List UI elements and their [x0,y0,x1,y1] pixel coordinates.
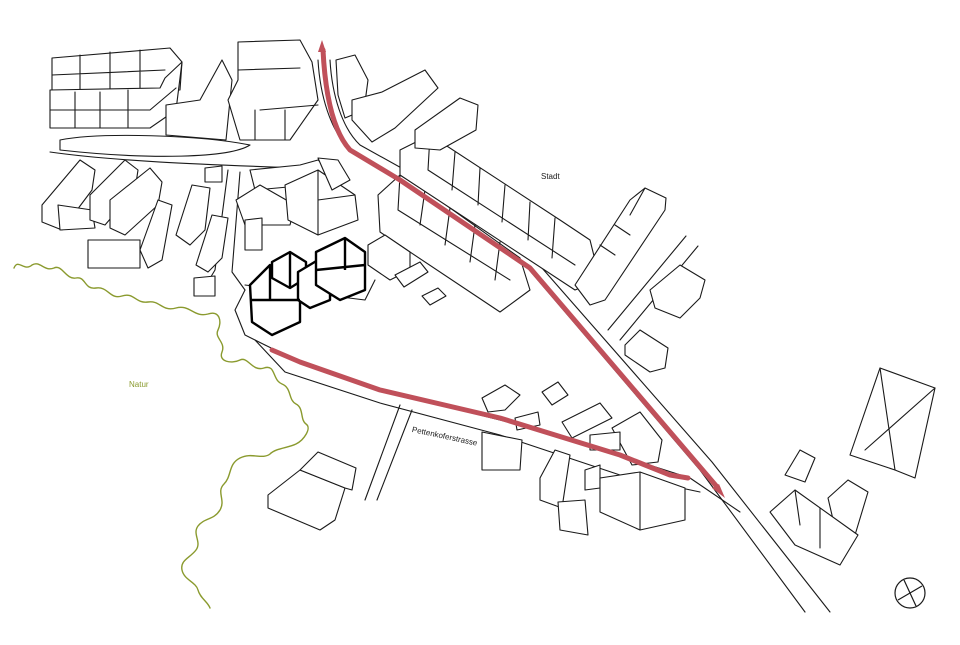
nature-boundary [13,263,309,609]
road-side-street [364,404,401,501]
nature-boundary-line [13,263,309,609]
building [49,61,183,129]
building [57,204,96,231]
road-west-loop [234,289,266,346]
building [195,214,229,273]
building [351,69,439,143]
buildings-east-row [335,54,667,306]
building [624,329,669,373]
buildings-site-east [367,234,447,306]
buildings-northwest [49,39,319,141]
label-nature: Natur [129,380,149,389]
buildings-far-east [769,367,936,566]
building [51,47,183,93]
buildings-southwest [267,451,357,531]
buildings-center-north [235,157,359,251]
building [769,489,859,566]
building [175,184,211,246]
buildings-west [41,159,229,297]
route-line [320,47,721,491]
building [481,384,521,413]
building [299,451,357,491]
building-roof-lines [599,187,646,256]
building-roof-lines [397,174,511,281]
road-west-vertical-2 [231,171,246,291]
building-roof-lines [317,169,356,236]
building [784,449,816,483]
building [227,39,319,141]
building [317,157,351,191]
building-roof-lines [427,134,576,266]
building-roof-lines [49,87,177,129]
building-roof-lines [51,49,166,91]
project-roof-lines [252,238,366,302]
building [193,275,216,297]
compass-icon [894,577,926,609]
building [204,165,223,183]
building [414,97,479,151]
road-northwest [49,151,301,169]
building [87,239,141,269]
building [244,217,263,251]
route-arrow-south [712,484,725,498]
road-side-street-2 [376,409,413,501]
building [649,264,706,319]
building-roof-lines [794,489,821,549]
building [584,464,601,491]
label-city: Stadt [541,172,560,181]
building [481,431,523,471]
building-roof-lines [237,67,319,141]
route [269,40,725,498]
project-building [248,236,367,337]
building [165,59,233,141]
building [849,367,936,479]
building [557,499,589,536]
building [599,471,686,531]
building [394,261,429,288]
building [561,402,613,439]
building [139,199,173,269]
route-branch-line [269,347,691,481]
building [541,381,569,406]
building-roof-lines [864,367,936,471]
road-east-branch [607,235,687,331]
building [539,449,571,509]
buildings-southeast [481,264,706,536]
building [41,159,96,231]
building [421,287,447,306]
building [574,187,667,306]
road-north-loop [59,134,251,157]
route-arrow-north [318,40,326,52]
